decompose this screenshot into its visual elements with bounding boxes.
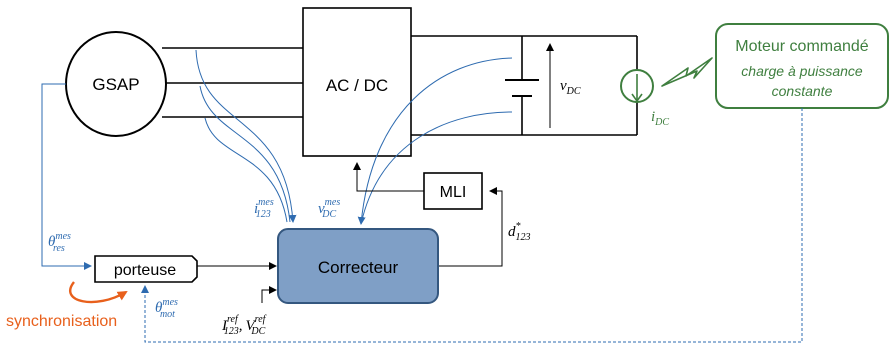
voltage-measurement-curves	[357, 57, 513, 225]
acdc-converter	[302, 7, 412, 157]
porteuse-block	[94, 255, 198, 283]
dc-bus	[411, 35, 638, 136]
theta-mot-feedback	[141, 108, 803, 343]
lightning-icon	[661, 57, 713, 87]
dc-capacitor	[505, 79, 539, 97]
current-measurement-curves	[195, 49, 297, 223]
gsap-label: GSAP	[92, 75, 139, 94]
load-subtitle-2: constante	[772, 83, 833, 99]
idc-label: iDC	[651, 109, 669, 128]
current-source-icon	[620, 69, 654, 103]
load-title: Moteur commandé	[735, 38, 868, 55]
acdc-label: AC / DC	[326, 76, 388, 95]
load-subtitle-1: charge à puissance	[741, 63, 863, 79]
porteuse-label: porteuse	[114, 262, 176, 279]
theta-res-feedback	[41, 83, 92, 270]
mli-label: MLI	[440, 184, 467, 201]
d-star-label: d*123	[508, 221, 531, 243]
correcteur-block	[277, 228, 439, 304]
ref-input-arrow	[261, 286, 277, 303]
synchronisation-label: synchronisation	[6, 313, 117, 330]
correcteur-to-mli-arrow	[438, 187, 503, 267]
vdc-label: vDC	[560, 78, 581, 97]
mli-to-converter-arrow	[353, 162, 424, 192]
synchronisation-arrow	[69, 281, 128, 304]
three-phase-lines	[162, 47, 303, 118]
correcteur-label: Correcteur	[318, 258, 399, 277]
